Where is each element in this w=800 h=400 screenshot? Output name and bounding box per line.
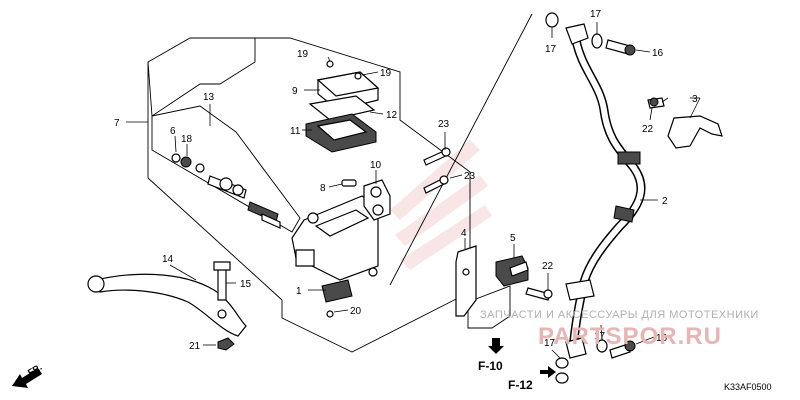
front-arrow-icon: [12, 368, 42, 388]
diaphragm: [305, 113, 377, 153]
diagram-code: K33AF0500: [724, 382, 772, 392]
callout-3: 3: [692, 94, 698, 105]
callout-19b: 19: [380, 68, 392, 79]
master-cylinder-holder: [363, 179, 391, 221]
callout-20: 20: [350, 306, 362, 317]
piston-kit-parts: [171, 153, 281, 229]
callout-9: 9: [292, 86, 298, 97]
watermark-logo: PARTSPOR.RU: [538, 323, 722, 350]
callout-5: 5: [510, 233, 516, 244]
cap-screws: [326, 60, 362, 80]
callout-22a: 22: [542, 261, 554, 272]
callout-23b: 23: [464, 171, 476, 182]
hose-routing-line: [389, 13, 533, 286]
callout-6: 6: [170, 126, 176, 137]
pivot-pin: [341, 179, 357, 187]
f10-arrow-icon: [488, 338, 504, 354]
callout-16b: 16: [656, 333, 668, 344]
watermark: ЗАПЧАСТИ И АКСЕССУАРЫ ДЛЯ МОТОТЕХНИКИ PA…: [480, 309, 759, 350]
sealing-washers: [545, 12, 608, 384]
callout-1: 1: [296, 286, 302, 297]
mounting-bracket-frame: [467, 285, 511, 329]
callout-15: 15: [240, 279, 252, 290]
callout-19a: 19: [297, 49, 309, 60]
wing-emblem-watermark: [390, 140, 492, 270]
hose-guide: [667, 115, 723, 149]
callout-17d: 17: [544, 338, 556, 349]
reference-f12: F-12: [508, 378, 533, 392]
callout-16a: 16: [652, 48, 664, 59]
oil-bolts: [605, 39, 636, 359]
callout-8: 8: [320, 183, 326, 194]
callout-10: 10: [370, 160, 382, 171]
callout-4: 4: [461, 228, 467, 239]
callout-2: 2: [662, 196, 668, 207]
callout-7: 7: [114, 118, 120, 129]
callout-21: 21: [189, 341, 201, 352]
callout-12: 12: [386, 110, 398, 121]
callout-17c: 17: [594, 331, 606, 342]
front-direction-indicator: FR.: [12, 362, 44, 388]
f12-arrow-icon: [540, 366, 556, 378]
callout-17a: 17: [545, 44, 557, 55]
section-references: F-10 F-12: [478, 338, 556, 392]
lever-pivot-nut: [217, 337, 235, 351]
callout-18: 18: [181, 134, 193, 145]
reference-f10: F-10: [478, 359, 503, 373]
brake-hose-joint: [495, 255, 529, 287]
piston-kit-frame: [151, 105, 301, 233]
leader-lines: [126, 22, 701, 359]
brake-light-switch: [321, 279, 353, 318]
master-cylinder-assembly-frame: [147, 37, 256, 117]
callout-13: 13: [203, 92, 215, 103]
master-cylinder-body: [291, 195, 379, 281]
watermark-text: ЗАПЧАСТИ И АКСЕССУАРЫ ДЛЯ МОТОТЕХНИКИ: [480, 309, 759, 321]
diaphragm-plate: [308, 95, 376, 121]
hose-guide-bolt: [647, 97, 665, 109]
lever-pivot-bolt: [213, 261, 231, 301]
callout-14: 14: [162, 254, 174, 265]
holder-bolts: [423, 147, 451, 194]
joint-bolt: [525, 287, 553, 301]
brake-lever: [87, 273, 247, 337]
callout-11: 11: [290, 126, 301, 137]
front-brake-hose: [565, 23, 646, 359]
callout-23a: 23: [438, 119, 450, 130]
front-label: FR.: [26, 362, 44, 378]
callout-22b: 22: [642, 124, 654, 135]
callout-17b: 17: [590, 9, 602, 20]
callout-numbers: 1 2 3 4 5 6 7 8 9 10 11 12 13 14 15 16 1…: [114, 9, 698, 352]
hose-clamp-bracket: [455, 245, 477, 317]
